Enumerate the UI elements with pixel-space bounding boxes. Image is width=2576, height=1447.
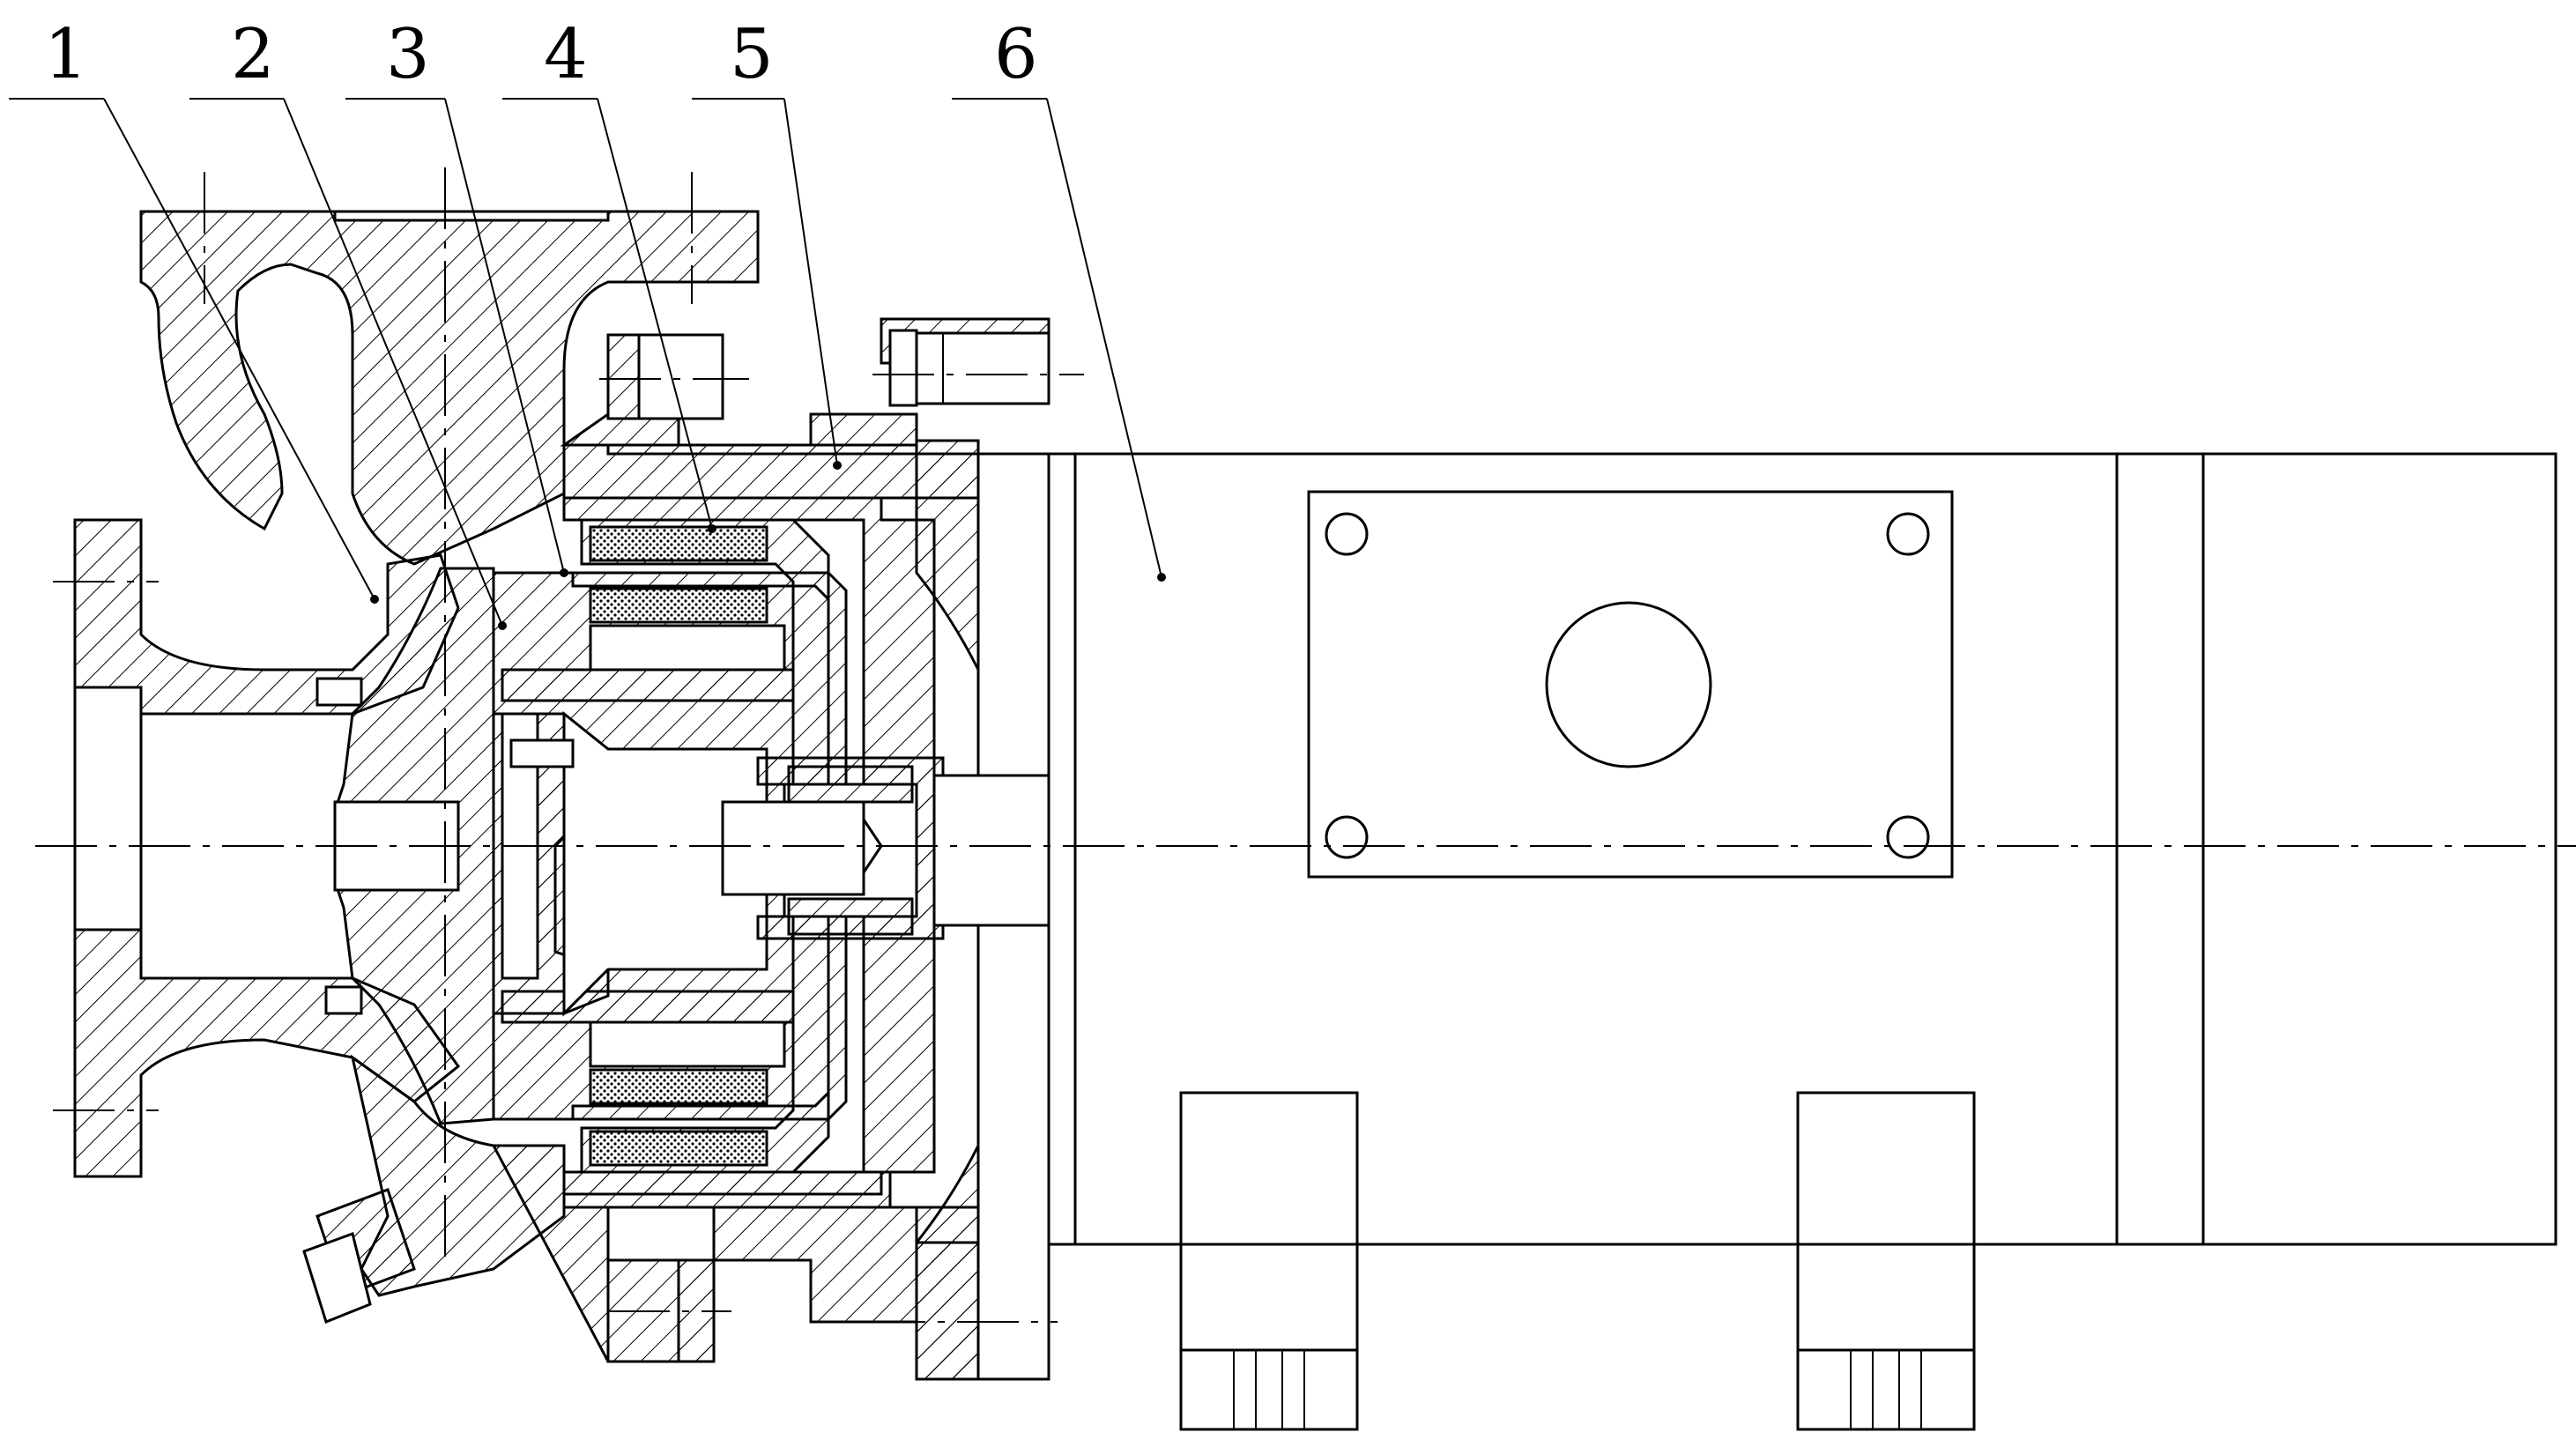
discharge-bore (333, 210, 610, 222)
callout-6: 6 (994, 15, 1038, 94)
bolt-hole (1325, 512, 1369, 556)
cable-entry (1545, 601, 1712, 768)
motor-frame (1047, 452, 2557, 1246)
callout-5: 5 (730, 15, 774, 94)
bolt-hole (1325, 815, 1369, 859)
containment-shell (562, 496, 936, 1209)
bracket-bolt (915, 331, 1050, 405)
center-lines (35, 167, 2576, 1323)
callout-1: 1 (44, 15, 88, 94)
wear-ring-screw (324, 985, 363, 1015)
shaft-assembly (562, 710, 1050, 1017)
motor-foot-right (1796, 1091, 1976, 1431)
shaft-bolt (721, 800, 865, 896)
callout-labels: 1 2 3 4 5 6 (44, 15, 1038, 94)
motor-foot-left (1179, 1091, 1359, 1431)
motor-shaft (932, 774, 1050, 927)
wear-ring-screw (316, 677, 363, 707)
leader-lines (9, 98, 1166, 630)
set-screw (509, 738, 575, 768)
pump-casing (73, 210, 980, 1381)
motor-body (1047, 452, 2557, 1431)
suction-flange-face (73, 686, 143, 931)
callout-3: 3 (386, 15, 430, 94)
drain-plug (302, 1188, 416, 1324)
bolt-hole (1886, 512, 1930, 556)
callout-4: 4 (544, 15, 588, 94)
callout-2: 2 (231, 15, 275, 94)
terminal-box (1307, 490, 1954, 879)
bolt-hole (1886, 815, 1930, 859)
